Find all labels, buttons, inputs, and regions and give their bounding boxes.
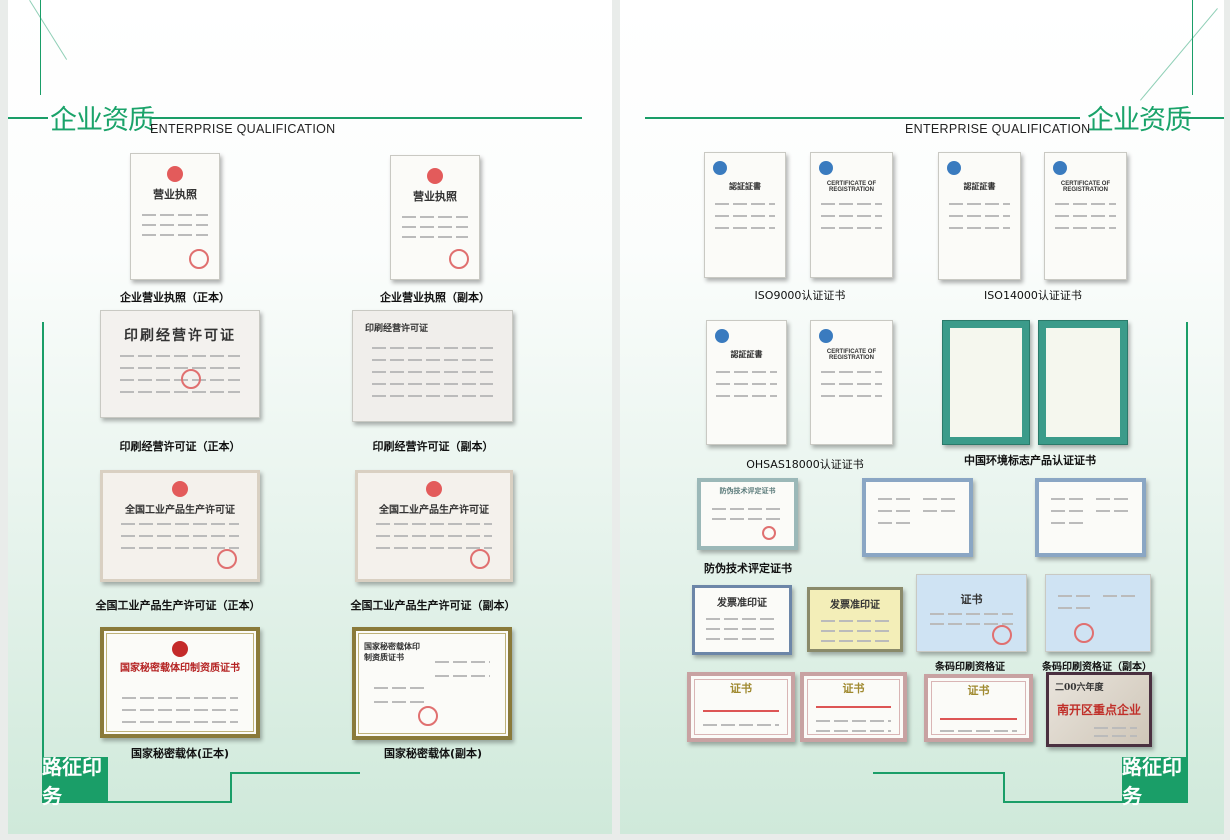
caption: OHSAS18000认证证书: [746, 458, 864, 471]
brand-box: 路征印务: [42, 755, 108, 808]
header-rule: [1182, 117, 1224, 119]
decor-line: [29, 0, 68, 60]
decor-line: [40, 0, 41, 95]
iso14000-cn: 認証証書: [938, 152, 1021, 280]
anti-counterfeit-cert: 防伪技术评定证书: [697, 478, 798, 550]
frame-line: [42, 322, 44, 758]
caption: 印刷经营许可证（正本）: [119, 440, 241, 453]
caption: 防伪技术评定证书: [704, 562, 792, 575]
caption: 国家秘密载体(正本): [130, 747, 230, 760]
production-license-copy: 全国工业产品生产许可证: [355, 470, 513, 582]
production-supervision-cert: [862, 478, 973, 557]
frame-line: [873, 772, 1005, 774]
decor-line: [1192, 0, 1193, 95]
production-license-original: 全国工业产品生产许可证: [100, 470, 260, 582]
invoice-print-permit: 发票准印证: [692, 585, 792, 655]
frame-line: [1003, 772, 1005, 803]
frame-line: [230, 772, 232, 803]
caption: 企业营业执照（正本）: [120, 291, 230, 304]
decor-line: [1140, 8, 1218, 101]
section-title-en: ENTERPRISE QUALIFICATION: [150, 122, 336, 136]
key-enterprise-plaque: 二00六年度南开区重点企业: [1046, 672, 1152, 747]
header-rule: [150, 117, 582, 119]
secret-carrier-copy: 国家秘密载体印制资质证书: [352, 627, 512, 740]
honor-cert-2: 证书: [800, 672, 907, 742]
section-title-cn: 企业资质: [50, 105, 155, 136]
caption: 全国工业产品生产许可证（副本）: [350, 599, 516, 612]
barcode-print-cert: 证书: [916, 574, 1027, 652]
frame-line: [108, 801, 232, 803]
caption: 全国工业产品生产许可证（正本）: [95, 599, 261, 612]
caption: 条码印刷资格证: [935, 662, 1005, 673]
iso9000-en: CERTIFICATE OF REGISTRATION: [810, 152, 893, 278]
frame-line: [1186, 322, 1188, 758]
business-license-copy: 营业执照: [390, 155, 480, 280]
left-page: 企业资质 ENTERPRISE QUALIFICATION 路征印务: [8, 0, 612, 834]
honor-cert-1: 证书: [687, 672, 795, 742]
printing-permit-original: 印刷经营许可证: [100, 310, 260, 418]
ohsas-cn: 認証証書: [706, 320, 787, 445]
printing-permit-copy: 印刷经营许可证: [352, 310, 513, 422]
iso9000-cn: 認証証書: [704, 152, 786, 278]
caption: 企业营业执照（副本）: [380, 291, 490, 304]
caption: 条码印刷资格证（副本）: [1042, 662, 1152, 673]
secret-carrier-original: 国家秘密载体印制资质证书: [100, 627, 260, 738]
ohsas-en: CERTIFICATE OF REGISTRATION: [810, 320, 893, 445]
caption: ISO14000认证证书: [984, 289, 1082, 302]
brand-box: 路征印务: [1122, 755, 1188, 808]
header-rule: [645, 117, 1080, 119]
caption: ISO9000认证证书: [754, 289, 846, 302]
frame-line: [230, 772, 360, 774]
section-title-cn: 企业资质: [1087, 105, 1192, 136]
frame-line: [1003, 801, 1125, 803]
business-license-original: 营业执照: [130, 153, 220, 280]
production-supervision-cert-copy: [1035, 478, 1146, 557]
invoice-print-permit-2: 发票准印证: [807, 587, 903, 652]
header-rule: [8, 117, 48, 119]
caption: 国家秘密载体(副本): [383, 747, 483, 760]
env-label-cert: [942, 320, 1030, 445]
barcode-print-cert-copy: [1045, 574, 1151, 652]
caption: 中国环境标志产品认证证书: [964, 454, 1096, 467]
caption: 印刷经营许可证（副本）: [372, 440, 494, 453]
section-title-en: ENTERPRISE QUALIFICATION: [905, 122, 1091, 136]
honor-cert-3: 证书: [924, 674, 1033, 742]
env-label-cert-copy: [1038, 320, 1128, 445]
iso14000-en: CERTIFICATE OF REGISTRATION: [1044, 152, 1127, 280]
